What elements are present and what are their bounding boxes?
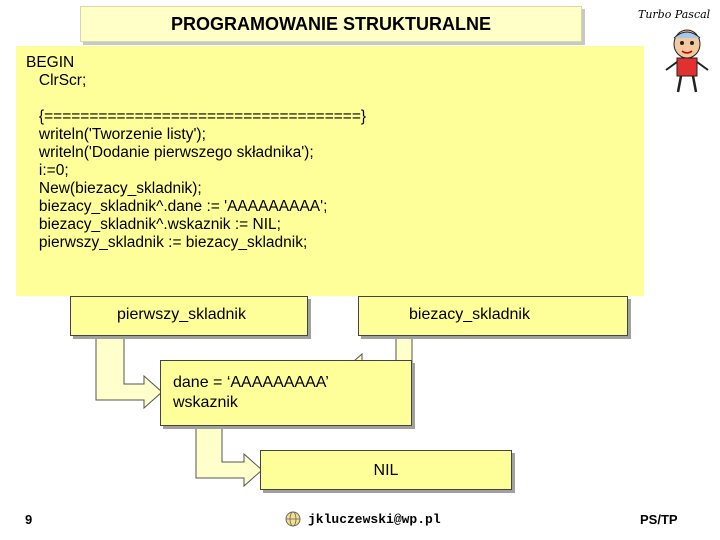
pierwszy-skladnik-label: pierwszy_skladnik	[117, 306, 246, 323]
node-box: dane = ‘AAAAAAAAA’ wskaznik	[160, 360, 412, 426]
code-line: New(biezacy_skladnik);	[26, 180, 202, 197]
code-line: i:=0;	[26, 162, 69, 179]
brand-label: Turbo Pascal	[638, 8, 711, 21]
globe-icon	[285, 511, 301, 527]
code-line: pierwszy_skladnik := biezacy_skladnik;	[26, 234, 308, 251]
page-number: 9	[25, 512, 33, 527]
code-line: {===================================}	[26, 108, 367, 125]
node-wskaznik-label: wskaznik	[173, 394, 238, 411]
nil-label: NIL	[373, 462, 399, 479]
node-dane-label: dane = ‘AAAAAAAAA’	[173, 374, 329, 391]
author-email: jkluczewski@wp.pl	[308, 512, 441, 527]
arrow-pierwszy-to-dane	[95, 335, 163, 410]
code-line: BEGIN	[26, 54, 75, 71]
code-line: writeln('Tworzenie listy');	[26, 126, 206, 143]
code-line: biezacy_skladnik^.dane := 'AAAAAAAAA';	[26, 198, 328, 215]
code-line: biezacy_skladnik^.wskaznik := NIL;	[26, 216, 281, 233]
biezacy-skladnik-box: biezacy_skladnik	[358, 296, 628, 336]
code-line: ClrScr;	[26, 72, 87, 89]
arrow-wskaznik-to-nil	[195, 425, 263, 488]
code-line: writeln('Dodanie pierwszego składnika');	[26, 144, 314, 161]
mascot-icon	[665, 29, 709, 93]
footer-course: PS/TP	[640, 512, 678, 527]
nil-box: NIL	[260, 450, 512, 490]
pierwszy-skladnik-box: pierwszy_skladnik	[70, 296, 308, 336]
slide-title-text: PROGRAMOWANIE STRUKTURALNE	[171, 13, 491, 34]
slide-title: PROGRAMOWANIE STRUKTURALNE	[80, 6, 582, 42]
biezacy-skladnik-label: biezacy_skladnik	[409, 306, 530, 323]
code-panel: BEGIN ClrScr; {=========================…	[16, 46, 644, 296]
